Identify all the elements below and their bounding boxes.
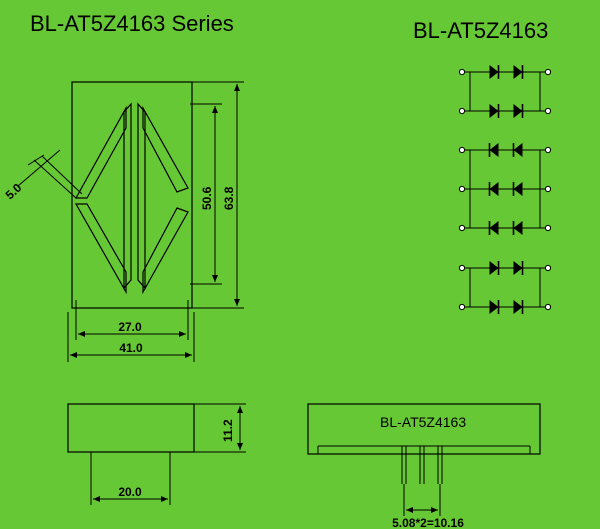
inner-height-label: 50.6 — [200, 186, 214, 210]
model-title: BL-AT5Z4163 — [413, 18, 548, 43]
terminal-node — [458, 107, 466, 115]
terminal-node — [544, 303, 552, 311]
body-height-label: 11.2 — [221, 419, 235, 442]
side-view: BL-AT5Z4163 5.08*2=10.16 — [307, 403, 541, 529]
terminal-node — [458, 303, 466, 311]
terminal-node — [544, 264, 552, 272]
led-diode-icon — [489, 221, 499, 235]
end-view-body — [67, 403, 195, 453]
terminal-node — [544, 146, 552, 154]
display-outline — [71, 81, 193, 309]
outer-width-dimension: 41.0 — [67, 312, 195, 362]
terminal-node — [458, 68, 466, 76]
led-diode-icon — [513, 182, 523, 196]
led-diode-icon — [489, 104, 499, 118]
led-diode-icon — [513, 261, 523, 275]
pin-span-label: 20.0 — [118, 485, 142, 499]
led-diode-icon — [489, 300, 499, 314]
terminal-node — [544, 224, 552, 232]
terminal-node — [544, 107, 552, 115]
segment-width-dimension: 5.0 — [3, 149, 83, 202]
led-diode-icon — [513, 143, 523, 157]
led-diode-icon — [489, 143, 499, 157]
side-view-label: BL-AT5Z4163 — [380, 414, 466, 430]
segment-upper-left — [74, 105, 127, 199]
end-view: 11.2 20.0 — [67, 403, 246, 505]
outer-height-dimension: 63.8 — [192, 81, 244, 309]
led-diode-icon — [513, 65, 523, 79]
led-diode-icon — [513, 104, 523, 118]
segment-lower-left — [74, 203, 127, 295]
led-diode-icon — [489, 261, 499, 275]
segment-lower-right — [142, 207, 189, 295]
segment-upper-right — [142, 105, 189, 193]
front-view — [71, 81, 193, 309]
led-circuit-diagram — [458, 65, 552, 314]
led-diode-icon — [513, 221, 523, 235]
led-diode-icon — [489, 182, 499, 196]
terminal-node — [544, 68, 552, 76]
terminal-node — [458, 224, 466, 232]
terminal-node — [458, 264, 466, 272]
terminal-node — [458, 146, 466, 154]
series-title: BL-AT5Z4163 Series — [30, 11, 234, 36]
terminal-node — [544, 185, 552, 193]
terminal-node — [458, 185, 466, 193]
segment-center-left — [123, 102, 132, 290]
inner-width-dimension: 27.0 — [75, 300, 189, 340]
outer-height-label: 63.8 — [222, 186, 236, 210]
led-diode-icon — [513, 300, 523, 314]
segment-center-right — [137, 102, 146, 290]
outer-width-label: 41.0 — [119, 341, 143, 355]
inner-width-label: 27.0 — [118, 320, 142, 334]
inner-height-dimension: 50.6 — [190, 103, 222, 285]
pin-pitch-label: 5.08*2=10.16 — [392, 516, 464, 529]
led-diode-icon — [489, 65, 499, 79]
